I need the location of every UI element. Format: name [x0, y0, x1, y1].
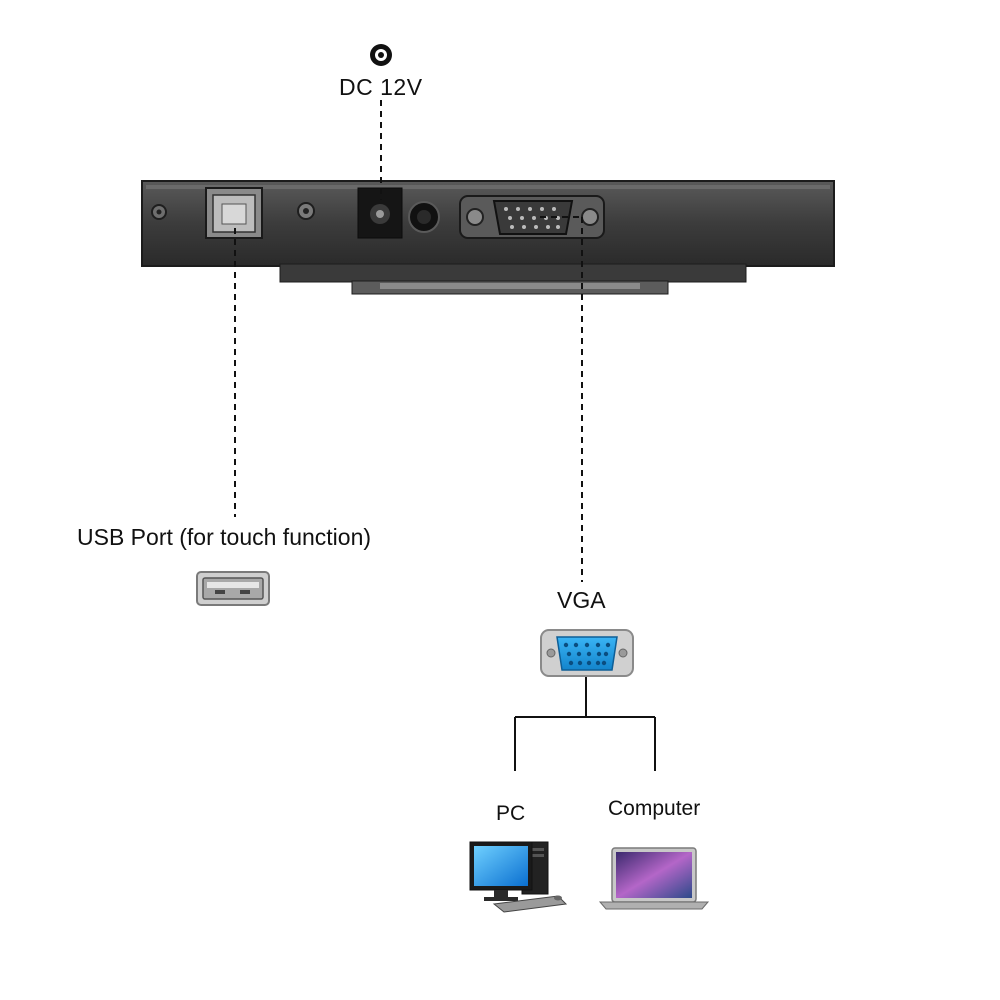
- screw-icon: [297, 202, 315, 220]
- monitor-back-panel: [141, 180, 835, 295]
- vga-label: VGA: [557, 587, 606, 613]
- laptop-icon: [598, 847, 710, 910]
- vga-connector-icon: [540, 629, 634, 677]
- dc-jack: [357, 187, 403, 239]
- screw-icon: [151, 204, 167, 220]
- vga-port: [459, 195, 605, 239]
- usb-a-port-icon: [196, 571, 270, 606]
- dc-12v-label: DC 12V: [339, 74, 423, 100]
- usb-b-port: [205, 187, 263, 239]
- pc-label: PC: [496, 802, 526, 825]
- dc-power-icon: [370, 44, 392, 66]
- desktop-pc-icon: [469, 841, 568, 913]
- audio-jack: [408, 201, 440, 233]
- usb-port-label: USB Port (for touch function): [77, 524, 372, 550]
- connection-lines: [234, 100, 656, 771]
- computer-label: Computer: [608, 797, 701, 820]
